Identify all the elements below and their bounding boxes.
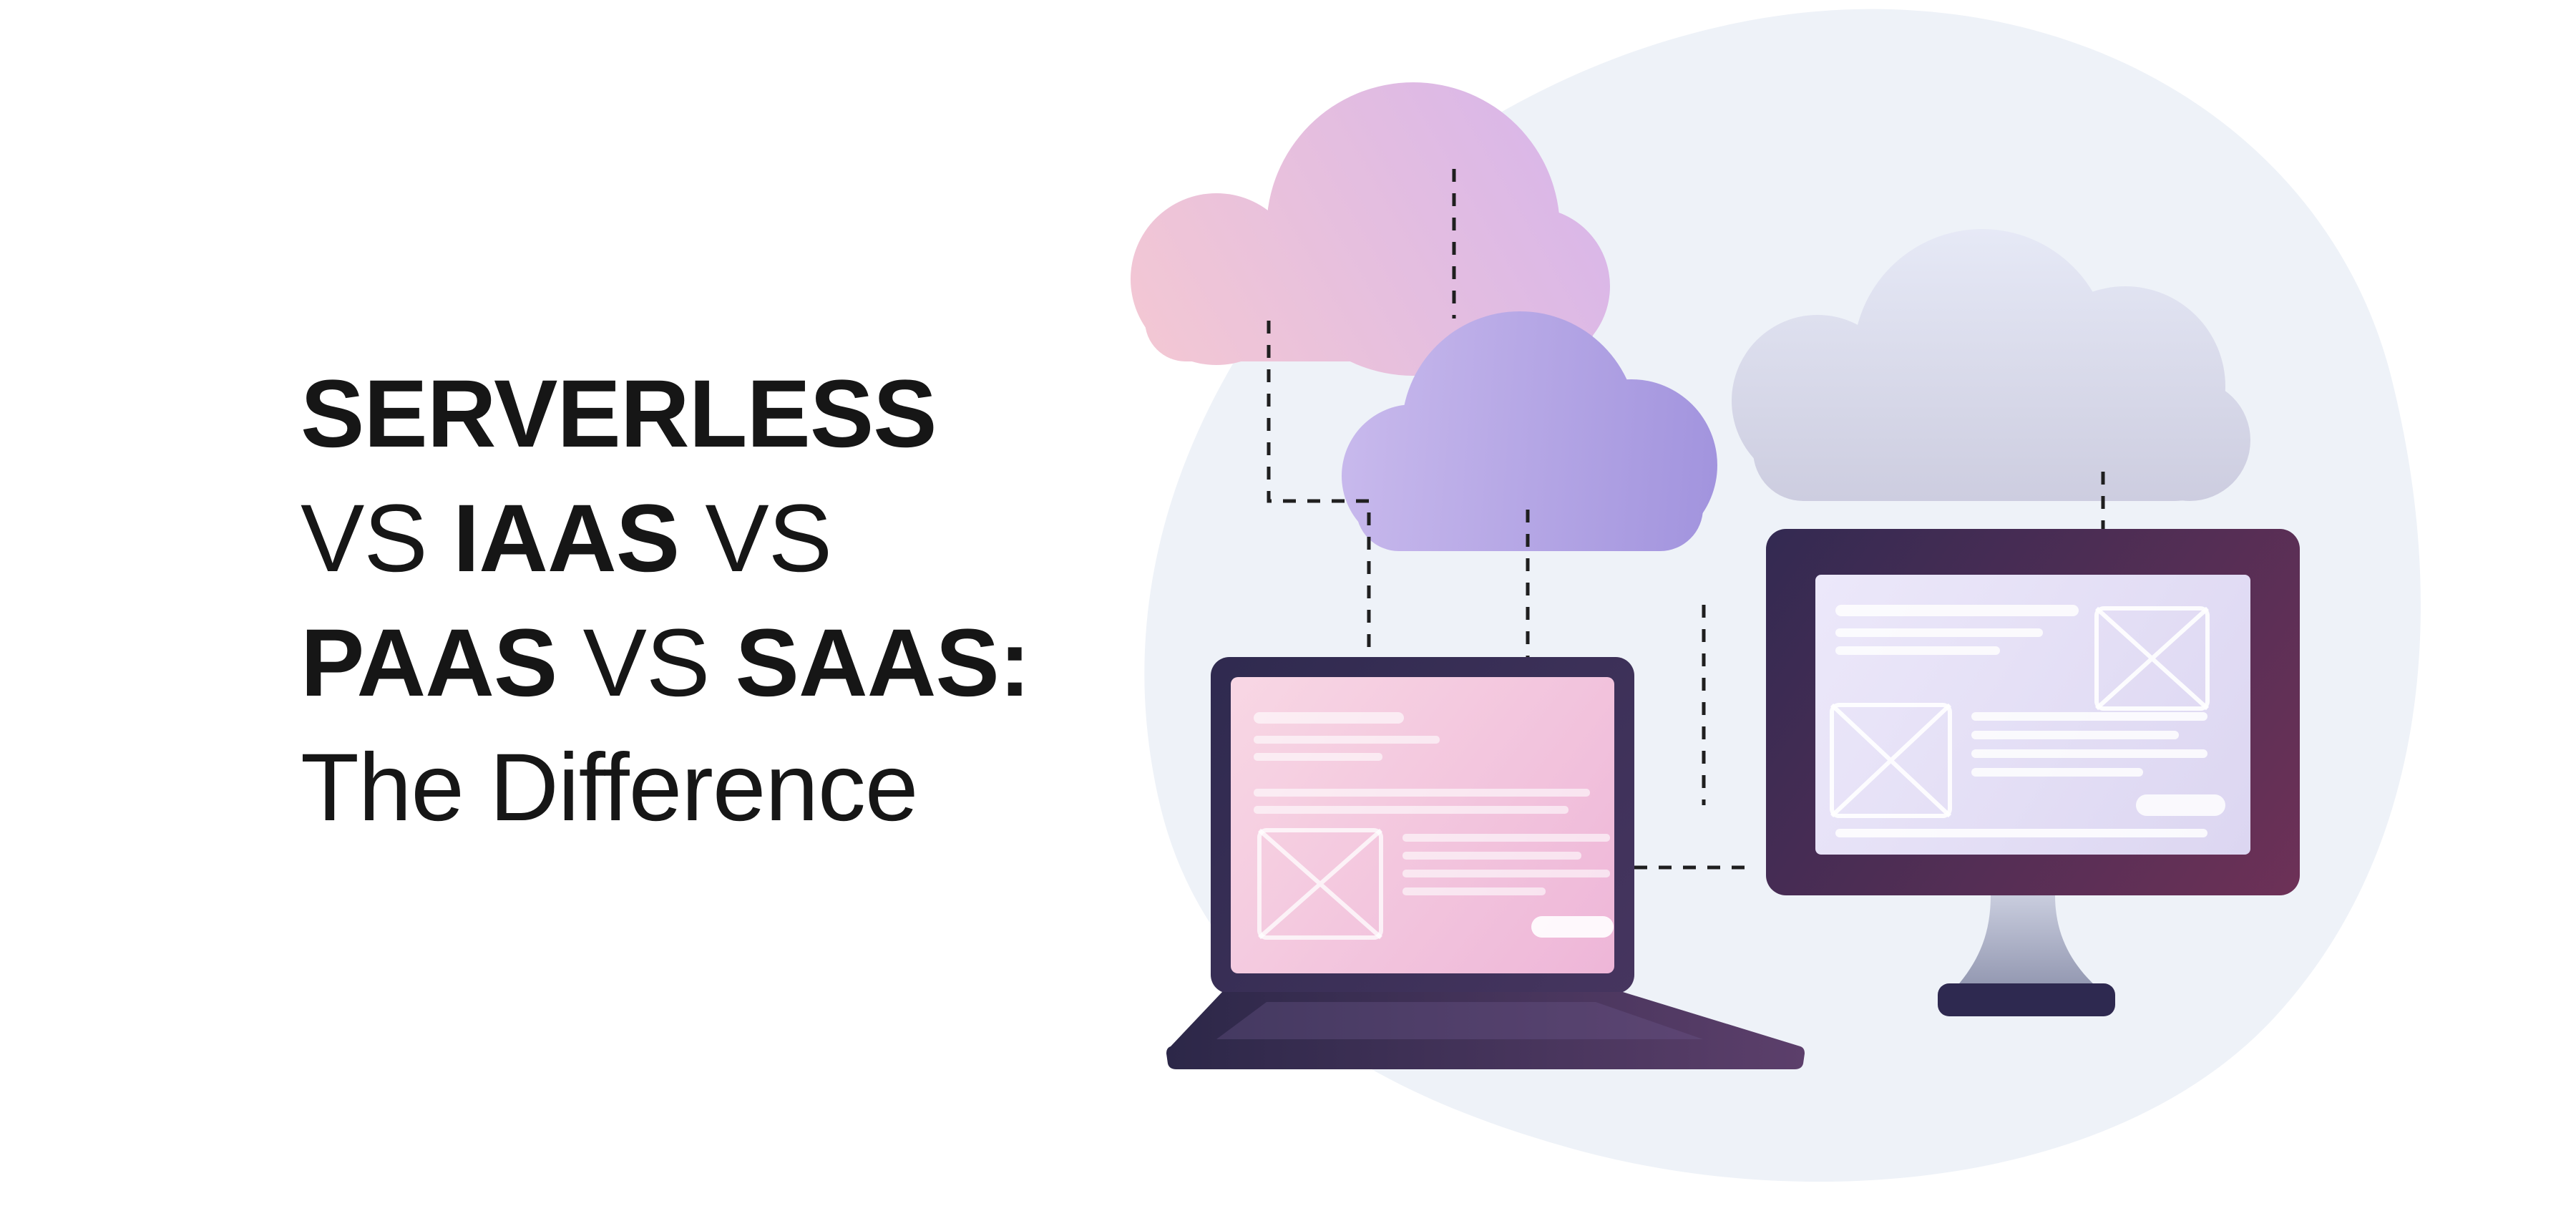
monitor-stand: [1952, 895, 2102, 992]
title-line-2: VS IAAS VS: [301, 477, 1030, 601]
title-line-1: SERVERLESS: [301, 352, 1030, 477]
gray-cloud-icon: [1732, 229, 2250, 501]
title-line-3: PAAS VS SAAS:: [301, 601, 1030, 726]
title-word-serverless: SERVERLESS: [301, 361, 937, 467]
text-placeholder-line: [1971, 749, 2207, 758]
text-placeholder-line: [1835, 829, 2207, 837]
text-placeholder-line: [1971, 731, 2179, 739]
title-word-vs: VS: [679, 485, 832, 592]
text-placeholder-line: [1835, 628, 2043, 637]
text-placeholder-line: [1402, 887, 1546, 895]
title-word-iaas: IAAS: [452, 485, 680, 592]
title-word-paas: PAAS: [301, 610, 557, 716]
title-subtitle: The Difference: [301, 734, 918, 841]
laptop-base: [1166, 992, 1805, 1069]
title-line-4: The Difference: [301, 726, 1030, 850]
title-word-saas: SAAS:: [735, 610, 1031, 716]
text-placeholder-line: [1835, 605, 2079, 616]
laptop-screen-content-placeholder: [1254, 712, 1610, 895]
laptop-screen: [1231, 677, 1614, 973]
image-placeholder-x-box: [1830, 703, 1952, 818]
text-placeholder-line: [1254, 789, 1590, 797]
laptop-icon: [1166, 657, 1805, 1069]
monitor-screen-content-placeholder: [1835, 605, 2225, 837]
button-placeholder-pill: [2136, 794, 2225, 816]
purple-cloud-icon: [1342, 311, 1717, 551]
text-placeholder-line: [1254, 753, 1382, 761]
dashed-connector-lines: [1267, 169, 2105, 870]
text-placeholder-line: [1402, 870, 1610, 877]
text-placeholder-line: [1254, 806, 1568, 814]
text-placeholder-line: [1402, 852, 1581, 860]
text-placeholder-line: [1402, 834, 1610, 842]
page-title: SERVERLESS VS IAAS VS PAAS VS SAAS: The …: [301, 352, 1030, 850]
text-placeholder-line: [1971, 712, 2207, 721]
monitor-base: [1938, 983, 2115, 1016]
text-placeholder-line: [1835, 646, 2000, 655]
image-placeholder-x-box: [1257, 828, 1383, 940]
text-placeholder-line: [1254, 712, 1404, 724]
dashed-connector: [1267, 321, 1371, 680]
text-placeholder-line: [1254, 736, 1440, 744]
title-word-vs: VS: [557, 610, 736, 716]
image-placeholder-x-box: [2094, 606, 2210, 711]
title-word-vs: VS: [301, 485, 453, 592]
button-placeholder-pill: [1531, 916, 1614, 938]
laptop-keyboard: [1216, 1002, 1703, 1039]
text-placeholder-line: [1971, 768, 2143, 777]
monitor-icon: [1766, 529, 2300, 1016]
